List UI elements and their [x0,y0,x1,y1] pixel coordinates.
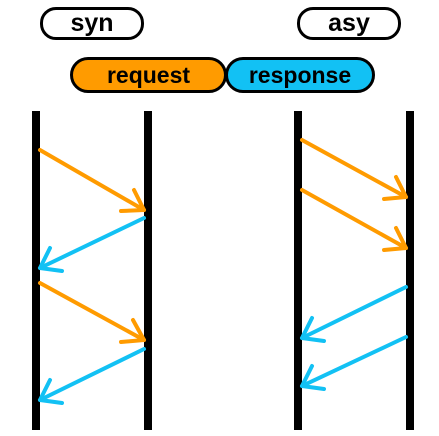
asy-label-text: asy [328,9,370,37]
asy-response-arrow-2 [300,335,408,391]
syn-label: syn [40,7,144,40]
syn-response-arrow-2 [38,347,146,405]
asy-label: asy [297,7,401,40]
response-legend: response [225,57,375,93]
request-legend-text: request [106,61,191,88]
asy-request-arrow-1 [300,138,408,201]
asy-request-arrow-2 [300,188,408,252]
response-legend-text: response [248,61,352,88]
asy-response-arrow-1 [300,285,408,343]
syn-label-text: syn [70,9,114,37]
syn-request-arrow-2 [38,281,146,344]
syn-request-arrow-1 [38,148,146,213]
syn-response-arrow-1 [38,216,146,273]
